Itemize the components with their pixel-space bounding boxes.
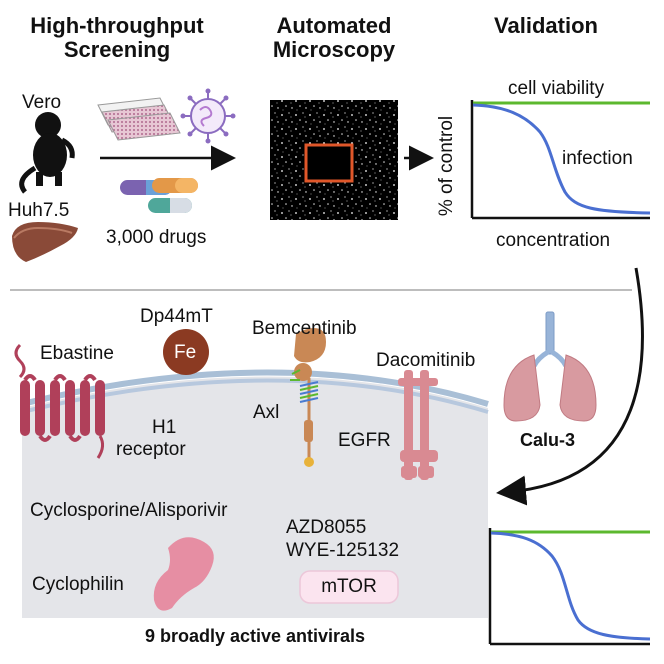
label-h1: H1 [152,417,177,438]
h1-receptor-shape [14,343,105,459]
label-receptor: receptor [116,439,186,460]
title-hts: High-throughput Screening [30,13,204,62]
label-drugs: 3,000 drugs [106,227,207,248]
label-cyclosporine: Cyclosporine/Alisporivir [30,500,228,521]
label-ebastine: Ebastine [40,343,114,364]
mtor-box [299,570,399,604]
axl-receptor-shape [290,328,326,467]
label-calu3: Calu-3 [520,430,576,450]
cell-membrane-inner [21,378,489,414]
pills-icon [120,178,198,213]
label-azd8055: AZD8055 [286,517,367,538]
bottom-plot-axes [488,528,650,646]
region-of-interest [304,143,354,183]
cell-membrane-outer [21,369,489,407]
label-dacomitinib: Dacomitinib [376,350,476,371]
title-microscopy: Automated Microscopy [272,13,396,62]
label-wye: WYE-125132 [286,540,400,561]
fe-ball [163,329,209,375]
virus-icon [180,88,236,144]
caption-antivirals: 9 broadly active antivirals [144,626,366,646]
validation-plot-axes [470,100,650,220]
label-cell-viability: cell viability [508,78,605,99]
curved-arrow-calu [496,267,644,506]
bottom-infection-curve [490,531,651,641]
liver-icon [12,222,78,262]
monkey-icon [19,112,75,194]
label-infection: infection [562,148,633,169]
label-cyclophilin: Cyclophilin [32,574,124,595]
label-fe: Fe [174,342,197,363]
label-axl: Axl [253,402,280,423]
label-bemcentinib: Bemcentinib [252,318,357,339]
egfr-shape [398,370,438,480]
label-percent-control: % of control [436,115,457,217]
label-huh: Huh7.5 [8,200,70,221]
label-dp44mt: Dp44mT [140,306,213,327]
plates-icon [97,97,181,141]
title-validation: Validation [494,13,598,38]
validation-infection-curve [472,103,651,215]
label-concentration: concentration [496,230,611,251]
cell-body [22,376,488,618]
label-mtor: mTOR [321,576,377,597]
label-egfr: EGFR [338,430,391,451]
cyclophilin-shape [153,537,214,611]
label-vero: Vero [22,92,62,113]
lungs-icon [503,311,597,422]
